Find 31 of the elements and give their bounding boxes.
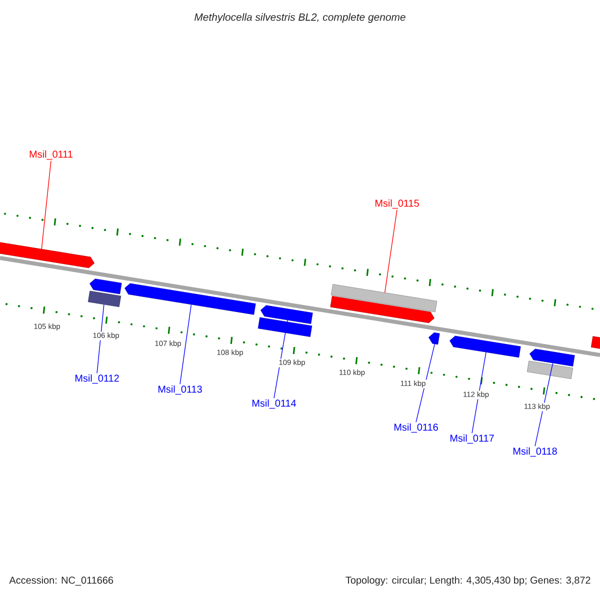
gene-label: Msil_0111 xyxy=(30,150,72,160)
accession-text: Accession: NC_011666 xyxy=(9,576,114,586)
gene-label: Msil_0116 xyxy=(394,423,438,433)
genome-info-text: Topology: circular; Length: 4,305,430 bp; Genes: 3,872 xyxy=(346,576,590,586)
leader-line xyxy=(384,209,398,293)
gene-label: Msil_0118 xyxy=(513,447,557,457)
gene-feature xyxy=(0,241,94,268)
leader-line xyxy=(472,352,486,434)
gene-block xyxy=(88,290,122,308)
gene-feature xyxy=(124,283,256,315)
gene-block xyxy=(258,317,312,337)
title: Methylocella silvestris BL2, complete genome xyxy=(194,13,406,23)
leader-line xyxy=(534,362,554,447)
gene-block xyxy=(526,360,574,380)
gene-feature xyxy=(530,348,575,366)
gene-label: Msil_0113 xyxy=(158,385,202,395)
gene-label: Msil_0115 xyxy=(375,199,419,209)
leader-line xyxy=(274,320,288,399)
gene-label: Msil_0117 xyxy=(450,434,494,444)
gene-label: Msil_0114 xyxy=(252,399,296,409)
gene-block xyxy=(330,284,438,312)
gene-feature xyxy=(260,305,313,324)
gene-feature xyxy=(330,296,434,324)
gene-feature xyxy=(428,332,440,345)
gene-feature xyxy=(90,278,122,294)
leader-line xyxy=(416,344,436,423)
leader-line xyxy=(180,304,192,385)
gene-block xyxy=(590,336,600,350)
gene-label: Msil_0112 xyxy=(75,374,119,384)
gene-feature xyxy=(450,336,521,358)
leader-line xyxy=(41,160,52,250)
